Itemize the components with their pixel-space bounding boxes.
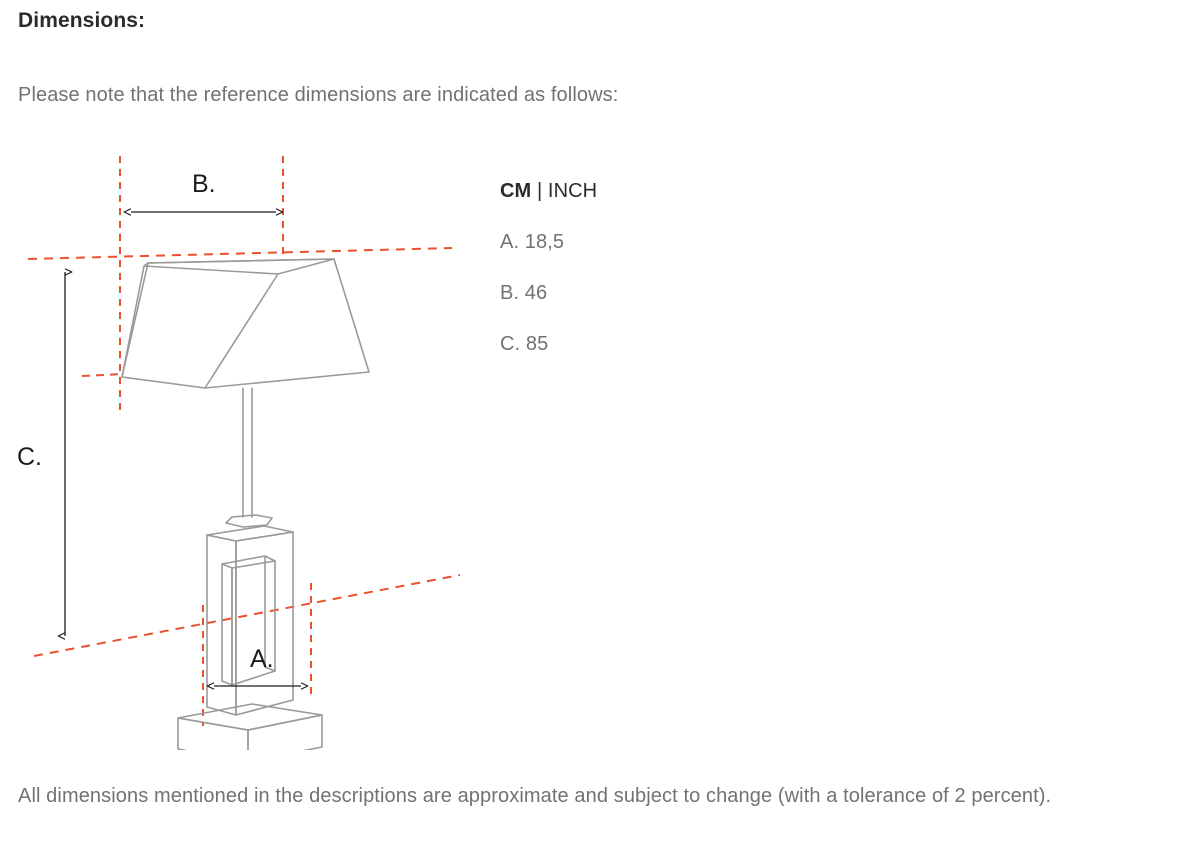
legend-row-a: A. 18,5 — [500, 231, 565, 253]
guide-base-bottom — [33, 574, 461, 657]
column-right-face — [235, 531, 294, 716]
dimension-label-c: C. — [17, 443, 42, 471]
lampshade-seam-left — [121, 265, 145, 378]
lamp-neck-rod — [242, 387, 253, 518]
base-front-face — [177, 717, 249, 750]
base-right-face — [247, 714, 323, 750]
legend-row-b: B. 46 — [500, 282, 548, 304]
legend-units: CM | INCH — [500, 166, 760, 217]
page-title: Dimensions: — [18, 9, 146, 32]
dimension-legend: CM | INCH A. 18,5 B. 46 C. 85 — [500, 166, 760, 370]
lamp-illustration — [121, 258, 370, 750]
legend-row-c: C. 85 — [500, 333, 549, 355]
base-top-face — [177, 703, 323, 731]
lampshade-ridge — [204, 273, 279, 389]
dimension-arrows — [65, 212, 301, 686]
column-cutout-frame — [221, 555, 276, 672]
lampshade-top-face — [143, 258, 335, 275]
guide-lines — [27, 156, 461, 726]
intro-text: Please note that the reference dimension… — [18, 84, 619, 106]
unit-secondary-label: INCH — [547, 180, 598, 202]
dimension-label-a: A. — [250, 645, 274, 673]
dimension-label-b: B. — [192, 170, 216, 198]
lamp-dimension-diagram: B. A. C. — [0, 140, 520, 750]
unit-primary-label: CM — [500, 180, 532, 202]
tolerance-note: All dimensions mentioned in the descript… — [18, 785, 1052, 807]
column-cutout-front — [221, 563, 233, 686]
unit-separator: | — [531, 180, 548, 202]
guide-shade-top — [27, 247, 453, 260]
guide-shade-bottom-tick — [81, 373, 125, 377]
lamp-finial-disc — [225, 514, 273, 528]
